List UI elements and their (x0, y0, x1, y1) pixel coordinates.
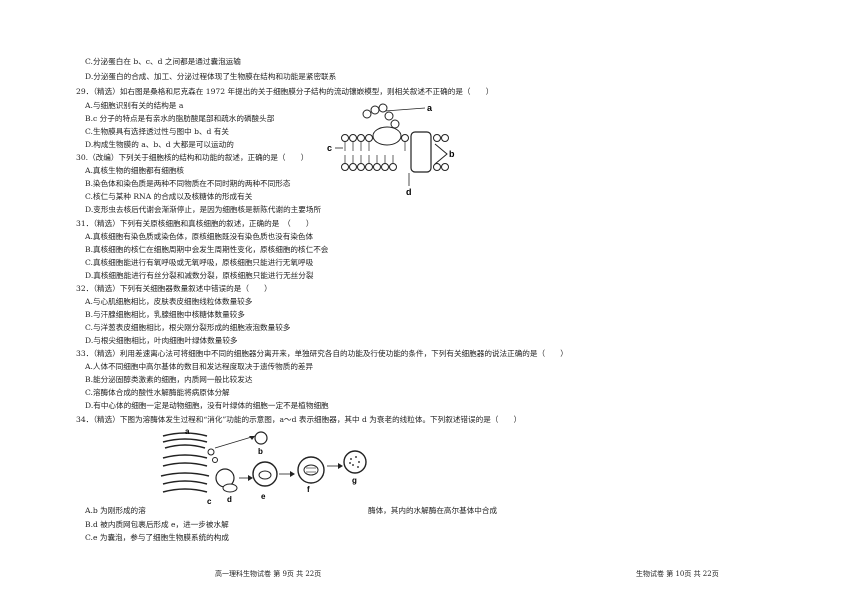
figure-label-d: d (406, 187, 412, 197)
q29-option-c: C.生物膜具有选择透过性与图中 b、d 有关 (85, 127, 230, 136)
q32-option-d: D.与根尖细胞相比，叶肉细胞叶绿体数量较多 (85, 336, 238, 345)
q34-option-a-left: A.b 为刚形成的溶 (85, 506, 146, 515)
footer-left: 高一理科生物试卷 第 9页 共 22页 (215, 570, 322, 578)
q29-option-b: B.c 分子的特点是有亲水的脂肪酸尾部和疏水的磷酸头部 (85, 114, 275, 123)
lysosome-label-b: b (258, 447, 263, 456)
q29-option-a: A.与细胞识别有关的结构是 a (85, 101, 184, 110)
q28-option-c: C.分泌蛋白在 b、c、d 之间都是通过囊泡运输 (85, 57, 241, 66)
lysosome-figure: a b c d e f g (160, 427, 367, 506)
lysosome-label-f: f (307, 485, 310, 494)
q33-option-c: C.溶酶体合成的酸性水解酶能将病原体分解 (85, 388, 230, 397)
footer-right: 生物试卷 第 10页 共 22页 (636, 570, 719, 578)
lysosome-label-g: g (352, 476, 357, 485)
q30-stem: 30.（改编）下列关于细胞核的结构和功能的叙述，正确的是（ ） (76, 153, 309, 162)
figure-label-c: c (327, 143, 332, 153)
q33-stem: 33．（精选）利用差速离心法可将细胞中不同的细胞器分离开来，单独研究各自的功能及… (76, 349, 568, 358)
q30-option-c: C.核仁与某种 RNA 的合成以及核糖体的形成有关 (85, 192, 253, 201)
q29-option-d: D.构成生物膜的 a、b、d 大都是可以运动的 (85, 140, 234, 149)
figure-label-a: a (427, 103, 433, 113)
q31-option-a: A.真核细胞有染色质或染色体，原核细胞既没有染色质也没有染色体 (85, 232, 314, 241)
q31-option-b: B.真核细胞的核仁在细胞周期中会发生周期性变化，原核细胞的核仁不会 (85, 245, 329, 254)
lysosome-label-e: e (261, 492, 266, 501)
q32-option-a: A.与心肌细胞相比，皮肤表皮细胞线粒体数量较多 (85, 297, 253, 306)
q34-stem: 34．（精选）下图为溶酶体发生过程和“消化”功能的示意图，a～d 表示细胞器，其… (76, 415, 522, 424)
lysosome-label-a: a (185, 427, 190, 436)
q30-option-a: A.真核生物的细胞都有细胞核 (85, 166, 185, 175)
q28-option-d: D.分泌蛋白的合成、加工、分泌过程体现了生物膜在结构和功能是紧密联系 (85, 72, 337, 81)
q34-option-c: C.e 为囊泡，参与了细胞生物膜系统的构成 (85, 533, 229, 542)
q34-option-b: B.d 被内质网包裹后形成 e，进一步被水解 (85, 520, 229, 529)
q32-option-c: C.与洋葱表皮细胞相比，根尖刚分裂形成的细胞液泡数量较多 (85, 323, 291, 332)
q29-stem: 29．（精选）如右图是桑格和尼克森在 1972 年提出的关于细胞膜分子结构的流动… (76, 87, 494, 96)
q34-option-a-right: 酶体，其内的水解酶在高尔基体中合成 (368, 506, 498, 515)
q30-option-d: D.变形虫去核后代谢会渐渐停止，是因为细胞核是新陈代谢的主要场所 (85, 205, 322, 214)
q32-stem: 32．（精选）下列有关细胞器数量叙述中错误的是（ ） (76, 284, 272, 293)
q33-option-b: B.能分泌固醇类激素的细胞，内质网一般比较发达 (85, 375, 253, 384)
q33-option-a: A.人体不同细胞中高尔基体的数目和发达程度取决于遗传物质的差异 (85, 362, 314, 371)
q31-option-d: D.真核细胞能进行有丝分裂和减数分裂，原核细胞只能进行无丝分裂 (85, 271, 314, 280)
q30-option-b: B.染色体和染色质是两种不同物质在不同时期的两种不同形态 (85, 179, 291, 188)
q32-option-b: B.与汗腺细胞相比，乳腺细胞中核糖体数量较多 (85, 310, 245, 319)
figure-label-b: b (449, 149, 455, 159)
cell-membrane-figure: a c b d (327, 103, 455, 197)
lysosome-label-c: c (207, 497, 212, 506)
q31-option-c: C.真核细胞能进行有氧呼吸或无氧呼吸，原核细胞只能进行无氧呼吸 (85, 258, 314, 267)
q31-stem: 31．（精选）下列有关原核细胞和真核细胞的叙述，正确的是 （ ） (76, 219, 314, 228)
lysosome-label-d: d (227, 495, 232, 504)
q33-option-d: D.有中心体的细胞一定是动物细胞，没有叶绿体的细胞一定不是植物细胞 (85, 401, 329, 410)
